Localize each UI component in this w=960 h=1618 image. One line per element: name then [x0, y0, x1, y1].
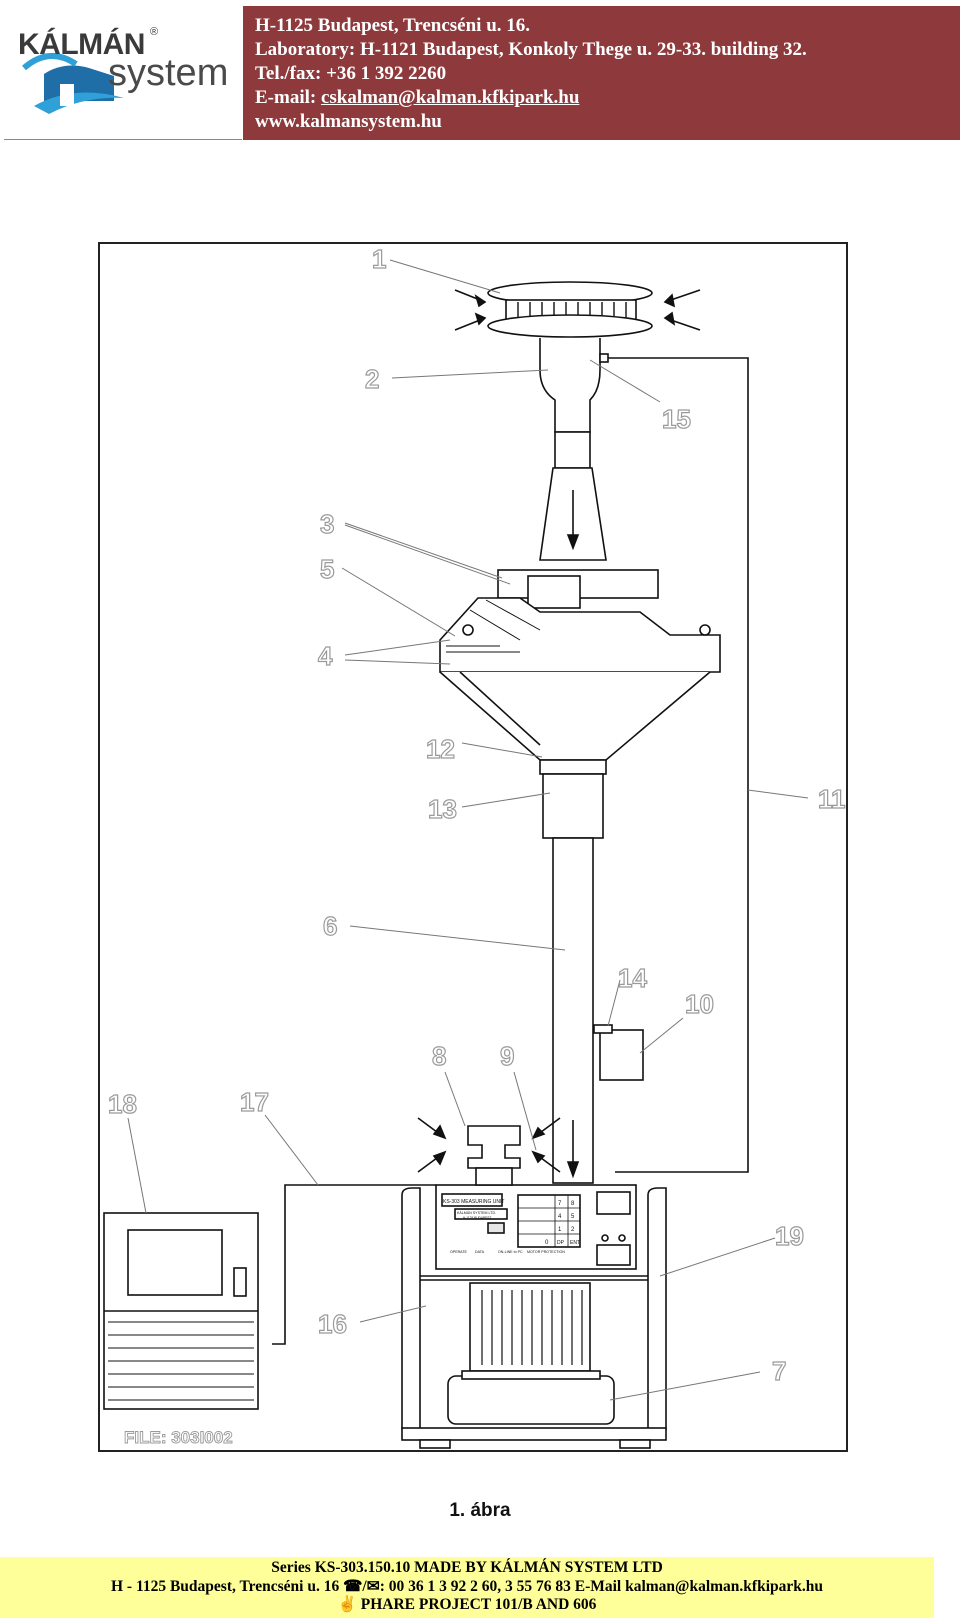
callout-10: 10 [685, 989, 714, 1019]
keypad-key: 4 [558, 1214, 562, 1220]
header-email-prefix: E-mail: [255, 87, 321, 108]
callout-5: 5 [320, 554, 334, 584]
footer-phare-line: ✌ PHARE PROJECT 101/B AND 606 [337, 1596, 597, 1613]
callout-6: 6 [323, 911, 337, 941]
callout-8: 8 [432, 1041, 446, 1071]
keypad-key: 1 [558, 1227, 562, 1233]
callout-13: 13 [428, 794, 457, 824]
footer-band: Series KS-303.150.10 MADE BY KÁLMÁN SYST… [0, 1557, 934, 1618]
keypad-key: DP [557, 1240, 565, 1246]
keypad-key: 7 [558, 1201, 562, 1207]
header-email-link[interactable]: cskalman@kalman.kfkipark.hu [320, 87, 580, 108]
file-label: FILE: 303I002 [124, 1428, 233, 1447]
unit-online-label: ON-LINE to PC [498, 1250, 523, 1254]
figure-caption: 1. ábra [449, 1500, 511, 1521]
company-logo: KÁLMÁN ® system [4, 6, 242, 140]
inlet-cap-bottom [487, 314, 653, 338]
callout-14: 14 [618, 963, 647, 993]
callout-12: 12 [426, 734, 455, 764]
keypad-key: 8 [571, 1201, 575, 1207]
callout-19: 19 [775, 1221, 804, 1251]
logo-word-kalman: KÁLMÁN [18, 28, 145, 61]
callout-3: 3 [320, 509, 334, 539]
footer-contact-line: H - 1125 Budapest, Trencséni u. 16 ☎/✉: … [110, 1577, 824, 1595]
callout-15: 15 [662, 404, 691, 434]
callout-1: 1 [372, 244, 386, 274]
callout-4: 4 [318, 641, 333, 671]
header-address: H-1125 Budapest, Trencséni u. 16. [255, 15, 531, 36]
callout-16: 16 [318, 1309, 347, 1339]
unit-data-label: DATA [475, 1250, 485, 1254]
logo-word-system: system [108, 52, 229, 94]
logo-registered-mark: ® [150, 26, 159, 38]
logo-house-icon [22, 53, 124, 114]
unit-title-label: KS-303 MEASURING UNIT [443, 1199, 504, 1205]
figure-frame [98, 242, 848, 1452]
callout-9: 9 [500, 1041, 514, 1071]
footer-series-line: Series KS-303.150.10 MADE BY KÁLMÁN SYST… [271, 1559, 663, 1576]
keypad-key: 2 [571, 1227, 575, 1233]
callout-18: 18 [108, 1089, 137, 1119]
header-website[interactable]: www.kalmansystem.hu [255, 111, 442, 132]
keypad-key: ENT [570, 1240, 580, 1246]
keypad-key: 5 [571, 1214, 575, 1220]
header-contact-band: H-1125 Budapest, Trencséni u. 16. Labora… [243, 6, 960, 140]
pump-motor [469, 1282, 591, 1372]
callout-7: 7 [772, 1356, 786, 1386]
callout-2: 2 [365, 364, 379, 394]
unit-maker-label: KÁLMÁN SYSTEM LTD. [457, 1211, 496, 1215]
header-email-line: E-mail: cskalman@kalman.kfkipark.hu [255, 86, 948, 110]
callout-11: 11 [818, 784, 846, 814]
header-phone: Tel./fax: +36 1 392 2260 [255, 63, 447, 84]
unit-motor-label: MOTOR PROTECTION [527, 1250, 565, 1254]
header-laboratory: Laboratory: H-1121 Budapest, Konkoly The… [255, 39, 807, 60]
callout-17: 17 [240, 1087, 269, 1117]
keypad-key: 0 [545, 1240, 549, 1246]
unit-operate-label: OPERATE [450, 1250, 468, 1254]
unit-address-label: H-1125 BUDAPEST [463, 1216, 491, 1220]
